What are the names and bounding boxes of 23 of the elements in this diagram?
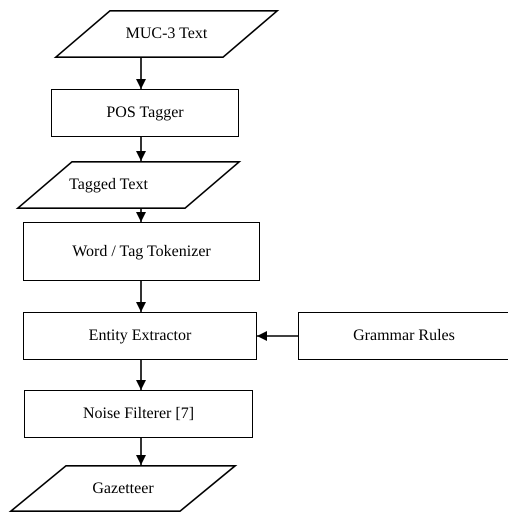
arrow [136, 58, 146, 89]
arrow [136, 281, 146, 312]
node-label: Gazetteer [92, 480, 154, 498]
process-box [24, 390, 253, 438]
arrow [136, 438, 146, 465]
node-label: Entity Extractor [88, 327, 192, 345]
process-box [23, 222, 260, 281]
node-label: Grammar Rules [353, 327, 455, 345]
arrow [136, 137, 146, 161]
node-label: Noise Filterer [7] [82, 405, 194, 423]
node-label: Word / Tag Tokenizer [72, 242, 211, 260]
node-label: POS Tagger [106, 104, 184, 122]
process-box [298, 312, 508, 360]
data-parallelogram [10, 465, 236, 512]
arrow [136, 360, 146, 390]
arrow [257, 331, 298, 341]
data-parallelogram [17, 161, 240, 209]
node-label: MUC-3 Text [126, 25, 208, 43]
data-parallelogram [55, 10, 278, 58]
node-label: Tagged Text [69, 176, 148, 194]
arrow [136, 209, 146, 222]
process-box [51, 89, 239, 137]
process-box [23, 312, 257, 360]
